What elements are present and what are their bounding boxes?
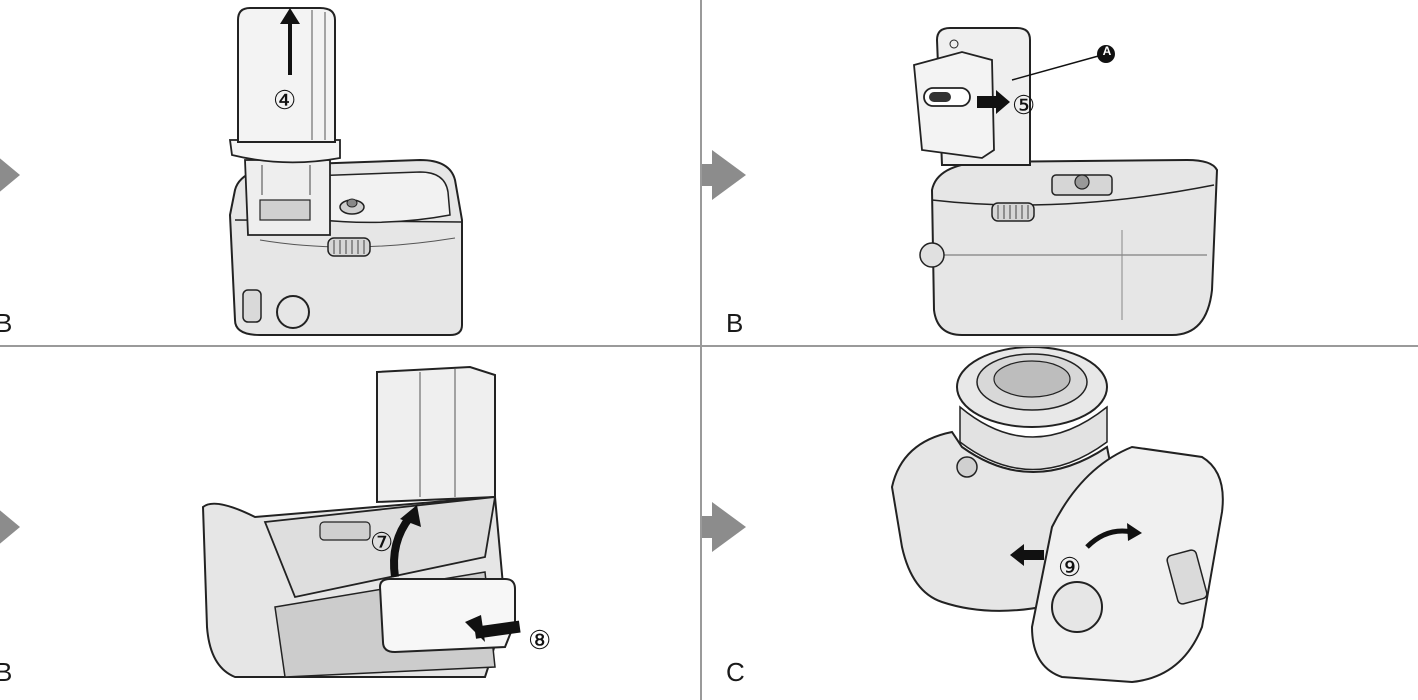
battery-grip-illustration <box>228 7 463 336</box>
step-number: ⑤ <box>1012 90 1036 120</box>
panel-attach-to-camera: ⑨ C <box>702 347 1418 700</box>
arrow-right-icon <box>0 510 20 544</box>
camera-and-grip-illustration <box>890 347 1224 684</box>
step-number: ⑦ <box>370 527 394 557</box>
panel-label: B <box>0 657 13 687</box>
horizontal-divider <box>0 345 1418 347</box>
panel-label: C <box>726 657 745 687</box>
panel-label: B <box>0 308 13 338</box>
arrow-right-icon <box>0 158 20 192</box>
arrow-right-icon <box>702 502 746 552</box>
step-number: ⑨ <box>1058 552 1082 582</box>
panel-remove-battery-pack: ④ B <box>0 0 700 345</box>
battery-grip-illustration <box>913 27 1219 336</box>
step-number-badge: ④ <box>273 85 303 115</box>
step-number-badge: ⑦ <box>370 527 393 558</box>
vertical-divider <box>700 0 702 700</box>
panel-insert-battery: ⑦ ⑧ B <box>0 347 700 700</box>
step-number: ⑧ <box>528 625 552 655</box>
step-number: ④ <box>273 85 297 115</box>
step-number-badge: ⑨ <box>1058 552 1081 583</box>
step-number-badge: ⑤ <box>1012 90 1035 121</box>
callout-letter: A <box>1102 44 1112 58</box>
step-number-badge-secondary: ⑧ <box>528 625 551 656</box>
panel-open-lid: A ⑤ B <box>702 0 1418 345</box>
panel-label: B <box>726 308 744 338</box>
arrow-right-icon <box>702 150 746 200</box>
battery-grip-illustration <box>201 365 521 678</box>
